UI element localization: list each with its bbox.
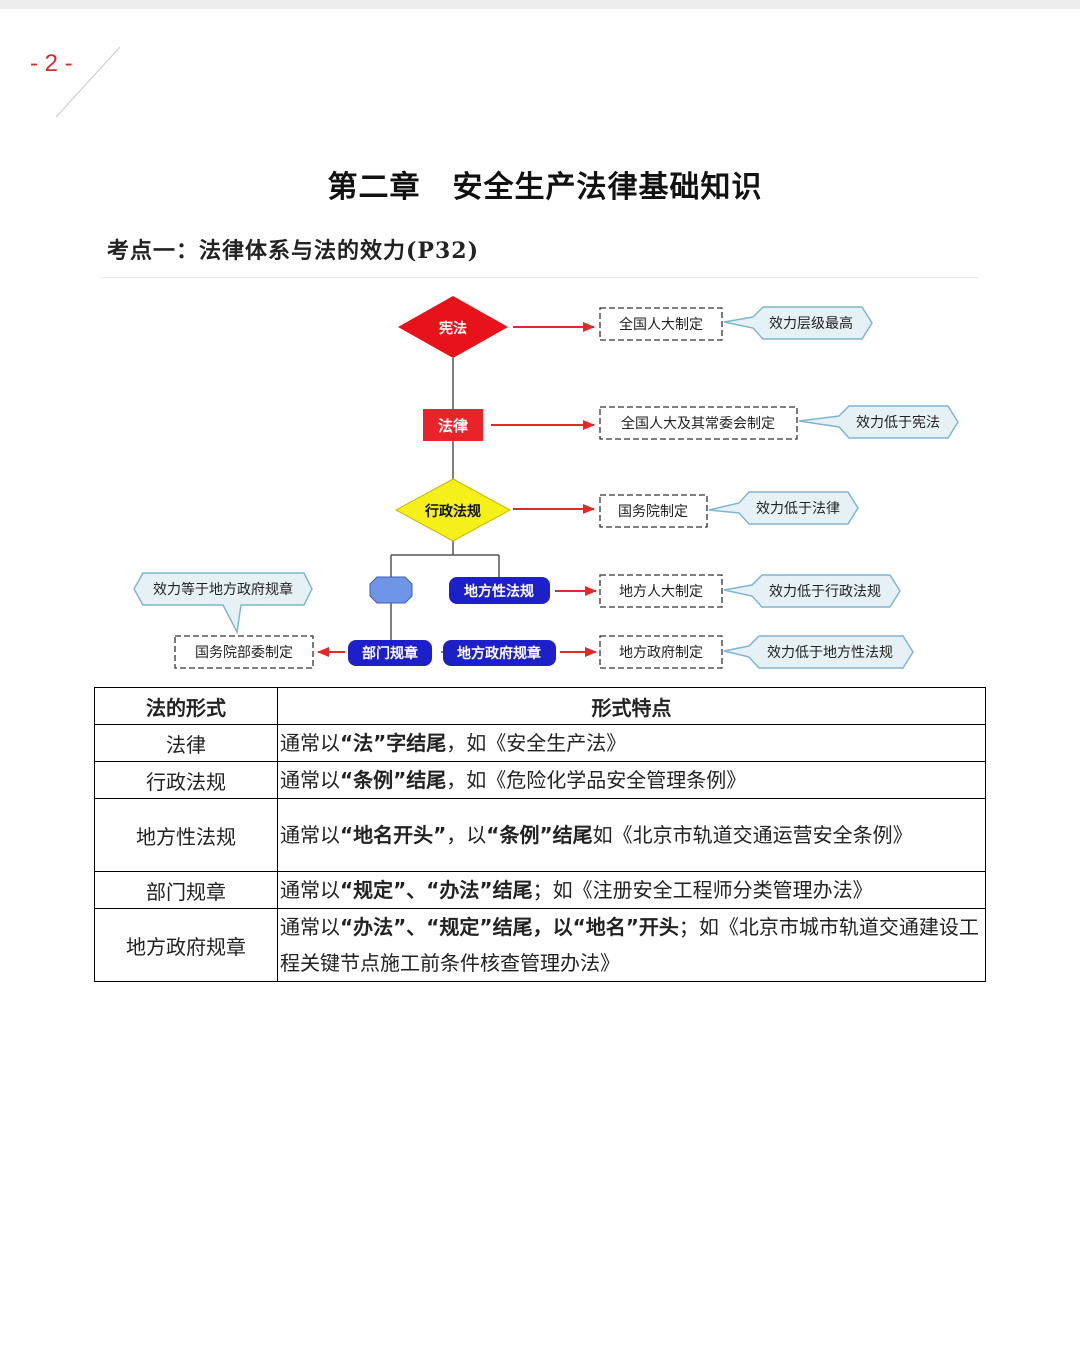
effect-local-regulation: 效力低于行政法规	[723, 574, 901, 608]
maker-local-gov-rule-label: 地方政府制定	[619, 645, 703, 661]
chapter-number: 第二章	[327, 170, 421, 205]
node-admin-regulation: 行政法规	[394, 478, 512, 542]
node-blank	[369, 576, 413, 604]
feature-text: 如《北京市轨道交通运营安全条例》	[592, 823, 913, 847]
feature-text: 通常以	[280, 915, 340, 939]
feature-text: ，以	[446, 823, 487, 847]
feature-key: “规定”、“办法”结尾	[340, 878, 533, 902]
table-row: 地方政府规章 通常以“办法”、“规定”结尾，以“地名”开头；如《北京市城市轨道交…	[94, 908, 986, 982]
effect-law-label: 效力低于宪法	[856, 414, 940, 431]
table-row: 法律 通常以“法”字结尾，如《安全生产法》	[94, 724, 986, 762]
maker-local-regulation-label: 地方人大制定	[619, 584, 703, 600]
node-local-regulation-label: 地方性法规	[464, 583, 534, 600]
feature-text: ，如《危险化学品安全管理条例》	[446, 768, 747, 792]
maker-local-regulation: 地方人大制定	[599, 574, 723, 608]
feature-cell: 通常以“规定”、“办法”结尾；如《注册安全工程师分类管理办法》	[277, 871, 986, 909]
feature-text: ，如《安全生产法》	[446, 731, 627, 755]
maker-law: 全国人大及其常委会制定	[599, 406, 798, 440]
node-local-gov-rule: 地方政府规章	[443, 640, 556, 666]
node-local-regulation: 地方性法规	[449, 577, 550, 604]
node-dept-rule: 部门规章	[348, 640, 432, 666]
form-cell: 行政法规	[94, 761, 278, 799]
maker-constitution-label: 全国人大制定	[619, 316, 703, 333]
node-admin-regulation-label: 行政法规	[424, 503, 481, 520]
feature-cell: 通常以“办法”、“规定”结尾，以“地名”开头；如《北京市城市轨道交通建设工程关键…	[277, 908, 986, 982]
feature-key: “条例”结尾	[486, 823, 593, 847]
effect-dept-rule-label: 效力等于地方政府规章	[153, 581, 293, 598]
node-dept-rule-label: 部门规章	[362, 645, 418, 662]
feature-text: 通常以	[280, 823, 340, 847]
feature-cell: 通常以“法”字结尾，如《安全生产法》	[277, 724, 986, 762]
effect-admin-regulation: 效力低于法律	[708, 491, 859, 525]
effect-law: 效力低于宪法	[798, 405, 959, 439]
table-header: 法的形式	[94, 687, 278, 725]
maker-constitution: 全国人大制定	[599, 307, 723, 341]
node-law-label: 法律	[438, 417, 468, 435]
table-header-row: 法的形式 形式特点	[94, 687, 986, 725]
maker-law-label: 全国人大及其常委会制定	[621, 415, 775, 432]
table-row: 地方性法规 通常以“地名开头”，以“条例”结尾如《北京市轨道交通运营安全条例》	[94, 798, 986, 872]
feature-key: “地名开头”	[340, 823, 447, 847]
section-title: 考点一：法律体系与法的效力(P32)	[107, 238, 479, 264]
table-row: 行政法规 通常以“条例”结尾，如《危险化学品安全管理条例》	[94, 761, 986, 799]
divider	[100, 277, 978, 278]
hierarchy-connectors	[390, 358, 500, 653]
feature-text: ；如《北京市城市轨道交通建设工程关键节点施工前条件核查管理办法》	[280, 915, 979, 975]
page-corner-slash	[55, 46, 121, 118]
law-hierarchy-diagram: 宪法 法律 行政法规 地方性法规 部门规章 地方政府规章 全国人大制定 全国人大…	[133, 296, 959, 669]
chapter-name: 安全生产法律基础知识	[452, 170, 763, 205]
table-row: 部门规章 通常以“规定”、“办法”结尾；如《注册安全工程师分类管理办法》	[94, 871, 986, 909]
feature-key: “法”字结尾	[340, 731, 447, 755]
form-cell: 部门规章	[94, 871, 278, 909]
chapter-title: 第二章安全生产法律基础知识	[0, 162, 1080, 206]
feature-key: “办法”、“规定”结尾，以“地名”开头	[340, 915, 679, 939]
page-number: - 2 -	[30, 50, 73, 77]
maker-local-gov-rule: 地方政府制定	[599, 635, 723, 669]
maker-admin-regulation-label: 国务院制定	[618, 504, 688, 520]
effect-constitution-label: 效力层级最高	[769, 315, 853, 332]
feature-key: “条例”结尾	[340, 768, 447, 792]
node-local-gov-rule-label: 地方政府规章	[457, 645, 541, 662]
node-law: 法律	[423, 409, 483, 441]
form-cell: 地方政府规章	[94, 908, 278, 982]
feature-cell: 通常以“条例”结尾，如《危险化学品安全管理条例》	[277, 761, 986, 799]
law-forms-table: 法的形式 形式特点 法律 通常以“法”字结尾，如《安全生产法》 行政法规 通常以…	[94, 687, 986, 982]
top-bar	[0, 0, 1080, 9]
feature-text: 通常以	[280, 731, 340, 755]
table-header: 形式特点	[277, 687, 986, 725]
effect-constitution: 效力层级最高	[723, 306, 873, 340]
feature-text: ；如《注册安全工程师分类管理办法》	[532, 878, 873, 902]
feature-cell: 通常以“地名开头”，以“条例”结尾如《北京市轨道交通运营安全条例》	[277, 798, 986, 872]
effect-admin-regulation-label: 效力低于法律	[756, 501, 840, 517]
form-cell: 法律	[94, 724, 278, 762]
effect-local-regulation-label: 效力低于行政法规	[769, 584, 881, 600]
feature-text: 通常以	[280, 768, 340, 792]
maker-dept-rule-label: 国务院部委制定	[195, 645, 293, 661]
form-cell: 地方性法规	[94, 798, 278, 872]
maker-admin-regulation: 国务院制定	[599, 494, 708, 528]
node-constitution: 宪法	[398, 296, 508, 358]
node-constitution-label: 宪法	[439, 320, 467, 337]
effect-dept-rule: 效力等于地方政府规章	[133, 572, 313, 635]
maker-arrows	[317, 322, 597, 657]
effect-local-gov-rule: 效力低于地方性法规	[723, 635, 914, 669]
effect-local-gov-rule-label: 效力低于地方性法规	[767, 645, 893, 661]
feature-text: 通常以	[280, 878, 340, 902]
maker-dept-rule: 国务院部委制定	[174, 635, 314, 669]
